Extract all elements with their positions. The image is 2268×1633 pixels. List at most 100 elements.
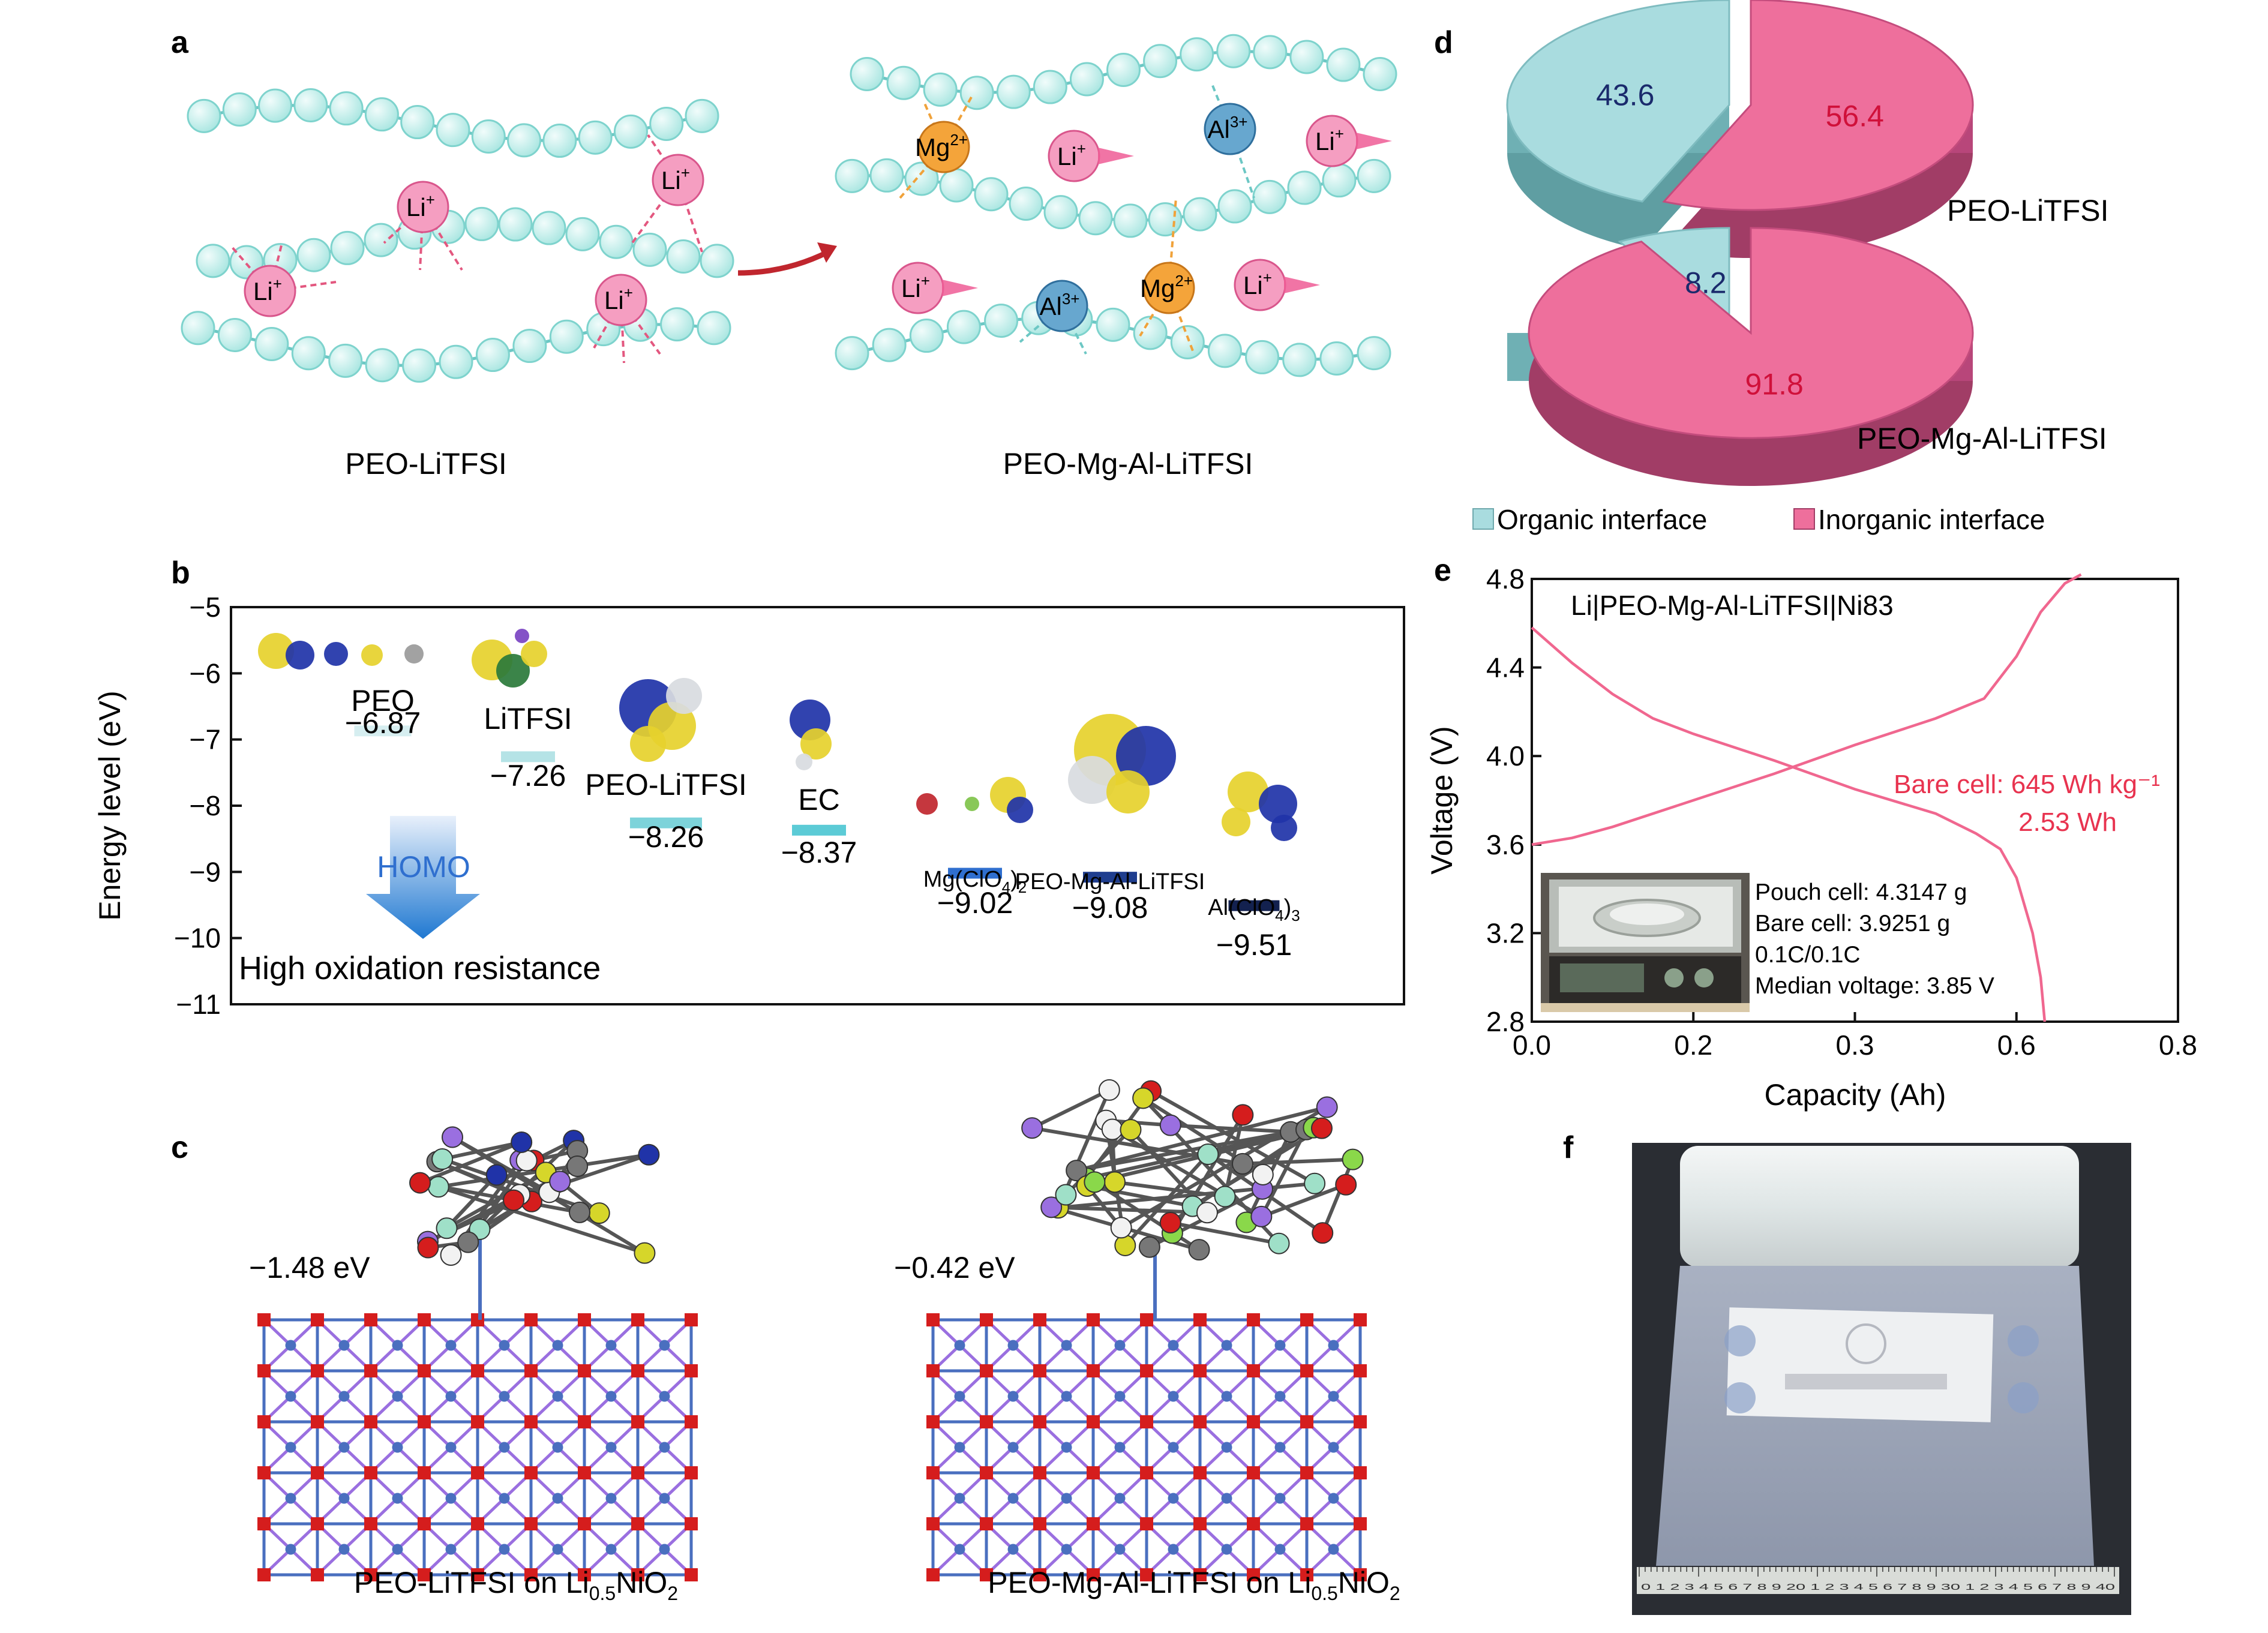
oxygen-atom (524, 1415, 538, 1428)
nickel-atom (659, 1391, 670, 1402)
ion-li-7-symbol: Li (901, 274, 921, 302)
x-tick-label: 0.0 (1513, 1029, 1551, 1061)
oxygen-atom (1087, 1364, 1100, 1377)
ion-mg-1-symbol: Mg (915, 133, 950, 161)
ion-mg-1-charge: 2+ (950, 131, 968, 149)
oxygen-atom (926, 1415, 940, 1428)
peo-bead (1326, 47, 1361, 82)
ion-al-1-charge: 3+ (1230, 113, 1248, 131)
molecule-atom (1250, 1205, 1273, 1227)
oxygen-atom (1354, 1517, 1367, 1530)
legend-label-inorganic: Inorganic interface (1818, 504, 2045, 535)
peo-bead (909, 319, 944, 353)
panel-a-schematic: Li+Li+Li+Li+Mg2+Li+Al3+Li+Li+Al3+Mg2+Li+… (181, 34, 1397, 481)
nickel-atom (445, 1442, 457, 1453)
peo-bead (1357, 158, 1391, 193)
ion-li-7-label: Li+ (901, 272, 930, 302)
peo-bead (512, 329, 547, 364)
oxygen-atom (311, 1313, 324, 1326)
discharge-curve (1531, 626, 2047, 1022)
molecule-name: Mg(ClO4)2 (923, 867, 1027, 896)
peo-bead (1217, 189, 1252, 224)
peo-bead (1319, 341, 1354, 376)
nickel-atom (1274, 1493, 1286, 1504)
peo-bead (291, 336, 326, 371)
peo-bead (364, 97, 399, 132)
ion-mg-2-charge: 2+ (1175, 272, 1193, 290)
nickel-atom (1328, 1493, 1339, 1504)
oxygen-atom (578, 1415, 591, 1428)
oxygen-atom (631, 1568, 644, 1581)
molecule-atom (1316, 1096, 1338, 1118)
oxygen-atom (631, 1364, 644, 1377)
oxygen-atom (1193, 1313, 1207, 1326)
nickel-atom (552, 1391, 563, 1402)
orbital-lobe (1259, 785, 1297, 823)
molecule-atom (1342, 1148, 1364, 1170)
molecule-atom (1197, 1143, 1219, 1166)
ion-li-6-label: Li+ (1315, 125, 1344, 155)
molecular-bond (419, 1140, 523, 1185)
nickel-atom (285, 1544, 296, 1555)
nickel-atom (1007, 1340, 1019, 1351)
oxygen-atom (364, 1568, 377, 1581)
homo-level-bar (792, 824, 846, 836)
oxygen-atom (364, 1415, 377, 1428)
nickel-atom (1007, 1442, 1019, 1453)
nickel-atom (499, 1391, 510, 1402)
oxygen-atom (471, 1313, 484, 1326)
homo-level-bar (1228, 900, 1280, 911)
coordination-bond (647, 134, 679, 181)
oxygen-atom (1140, 1364, 1153, 1377)
nickel-atom (1061, 1340, 1072, 1351)
nickel-atom (552, 1442, 563, 1453)
oxygen-atom (418, 1517, 431, 1530)
peo-bead (498, 207, 533, 242)
nickel-atom (285, 1442, 296, 1453)
molecule-name-base: Mg( (923, 867, 963, 892)
y-tick-label: −8 (190, 790, 221, 821)
panel-label-d: d (1434, 25, 1453, 60)
y-tick-label: −10 (174, 923, 221, 954)
oxygen-atom (311, 1466, 324, 1479)
peo-bead (1363, 56, 1397, 91)
nickel-atom (445, 1391, 457, 1402)
ruler-numbers: 0 1 2 3 4 5 6 7 8 9 20 1 2 3 4 5 6 7 8 9… (1641, 1582, 2115, 1592)
oxygen-atom (578, 1364, 591, 1377)
x-tick-label: 0.6 (1997, 1029, 2036, 1061)
oxygen-atom (980, 1364, 993, 1377)
oxygen-atom (257, 1415, 271, 1428)
peo-bead (475, 338, 510, 373)
oxygen-atom (980, 1466, 993, 1479)
oxygen-atom (1087, 1313, 1100, 1326)
peo-bead (464, 206, 499, 241)
molecule-atom (409, 1172, 431, 1194)
peo-bead (850, 56, 884, 91)
orbital-lobe (515, 629, 529, 643)
ruler-ticks (1639, 1567, 2115, 1577)
peo-bead (1170, 325, 1205, 359)
nickel-atom (954, 1442, 965, 1453)
oxygen-atom (578, 1313, 591, 1326)
oxygen-atom (257, 1313, 271, 1326)
ion-al-2-label: Al3+ (1039, 290, 1079, 320)
peo-bead (471, 119, 506, 154)
ion-li-6-charge: + (1335, 125, 1344, 143)
molecular-bond (442, 1140, 522, 1161)
oxygen-atom (1193, 1466, 1207, 1479)
nickel-atom (392, 1544, 403, 1555)
molecule-name-sub: 3 (1291, 906, 1300, 924)
molecule-atom (1114, 1234, 1136, 1256)
nickel-atom (445, 1493, 457, 1504)
peo-bead (222, 92, 257, 127)
peo-bead (984, 304, 1019, 338)
peo-bead (436, 113, 470, 148)
panel-b-chart: −5−6−7−8−9−10−11 Energy level (eV) −6.87… (93, 592, 1405, 1020)
orbital-lobe (1106, 770, 1150, 814)
oxygen-atom (1033, 1517, 1046, 1530)
nickel-atom (1274, 1391, 1286, 1402)
y-tick-label: 4.8 (1486, 563, 1525, 595)
pie-slice-inorganic (1528, 227, 1974, 439)
ion-li-4 (595, 274, 647, 326)
oxygen-atom (1193, 1568, 1207, 1581)
